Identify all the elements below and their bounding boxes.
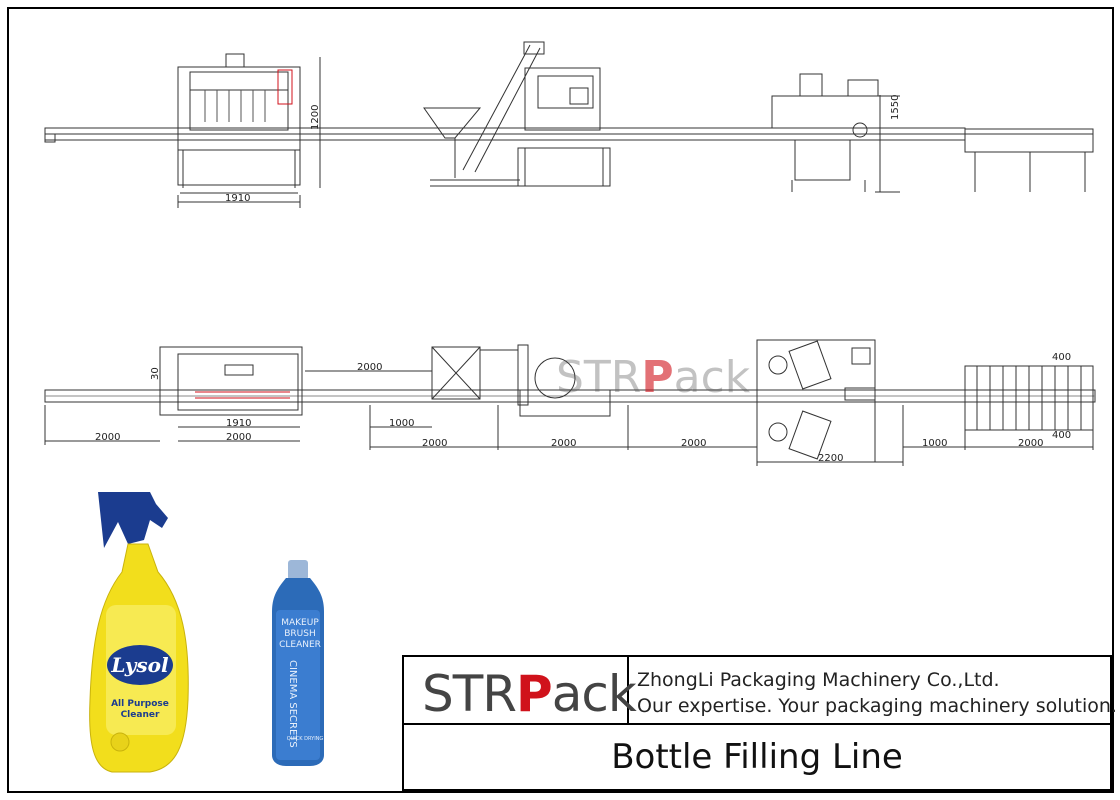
dim-gap-b: 1000 bbox=[922, 438, 947, 449]
elevation-cap-elevator bbox=[423, 41, 611, 187]
company-logo: STRPack bbox=[404, 657, 637, 725]
title-block: STRPack ZhongLi Packaging Machinery Co.,… bbox=[402, 655, 1117, 791]
company-name: ZhongLi Packaging Machinery Co.,Ltd. bbox=[637, 669, 1000, 691]
brush-cleaner-line2: BRUSH bbox=[284, 629, 316, 639]
dim-labeler: 2200 bbox=[818, 453, 843, 464]
plan-piston-filler bbox=[159, 346, 303, 416]
dim-filler-width-plan: 1910 bbox=[226, 418, 251, 429]
brush-cleaner-bottle-image: MAKEUP BRUSH CLEANER CINEMA SECRETS QUIC… bbox=[272, 560, 324, 766]
brush-cleaner-brand: CINEMA SECRETS bbox=[287, 660, 298, 748]
plan-dimension-lines bbox=[44, 370, 1094, 466]
brush-cleaner-line1: MAKEUP bbox=[281, 618, 319, 628]
logo-mark: P bbox=[516, 665, 553, 723]
plan-accumulation-table bbox=[964, 365, 1094, 431]
watermark-logo: STRPack bbox=[556, 352, 751, 403]
dim-height-30: 30 bbox=[150, 367, 161, 380]
plan-labeling-machine bbox=[756, 339, 876, 463]
dim-filler-section: 2000 bbox=[226, 432, 251, 443]
drawing-frame bbox=[7, 7, 1114, 793]
drawing-title: Bottle Filling Line bbox=[611, 737, 903, 777]
dim-seg-b: 2000 bbox=[551, 438, 576, 449]
brush-cleaner-line4: QUICK DRYING bbox=[287, 736, 324, 742]
logo-prefix: STR bbox=[422, 665, 517, 723]
company-info: ZhongLi Packaging Machinery Co.,Ltd. Our… bbox=[629, 657, 1117, 725]
dim-seg-a: 2000 bbox=[422, 438, 447, 449]
elevation-labeling-machine bbox=[771, 73, 900, 193]
brush-cleaner-line3: CLEANER bbox=[279, 640, 321, 650]
dim-filler-width: 1910 bbox=[225, 193, 250, 204]
dim-gap-2000: 2000 bbox=[357, 362, 382, 373]
dim-conveyor-in: 2000 bbox=[95, 432, 120, 443]
company-slogan: Our expertise. Your packaging machinery … bbox=[637, 695, 1117, 717]
elevation-piston-filler bbox=[177, 53, 321, 194]
elevation-accumulation-table bbox=[964, 128, 1094, 192]
dim-table-top: 400 bbox=[1052, 352, 1071, 363]
plan-capping-machine bbox=[431, 344, 611, 417]
dim-gap-1000: 1000 bbox=[389, 418, 414, 429]
spray-bottle-brand: Lysol bbox=[110, 653, 169, 677]
spray-bottle-line1: All Purpose bbox=[111, 699, 169, 709]
dim-table-bottom: 400 bbox=[1052, 430, 1071, 441]
dim-seg-c: 2000 bbox=[681, 438, 706, 449]
dim-labeler-height: 1550 bbox=[890, 95, 901, 120]
spray-bottle-line2: Cleaner bbox=[121, 710, 160, 720]
logo-suffix: ack bbox=[551, 665, 637, 723]
spray-bottle-image: Lysol All Purpose Cleaner bbox=[89, 492, 189, 773]
dim-table: 2000 bbox=[1018, 438, 1043, 449]
dim-filler-height: 1200 bbox=[310, 105, 321, 130]
